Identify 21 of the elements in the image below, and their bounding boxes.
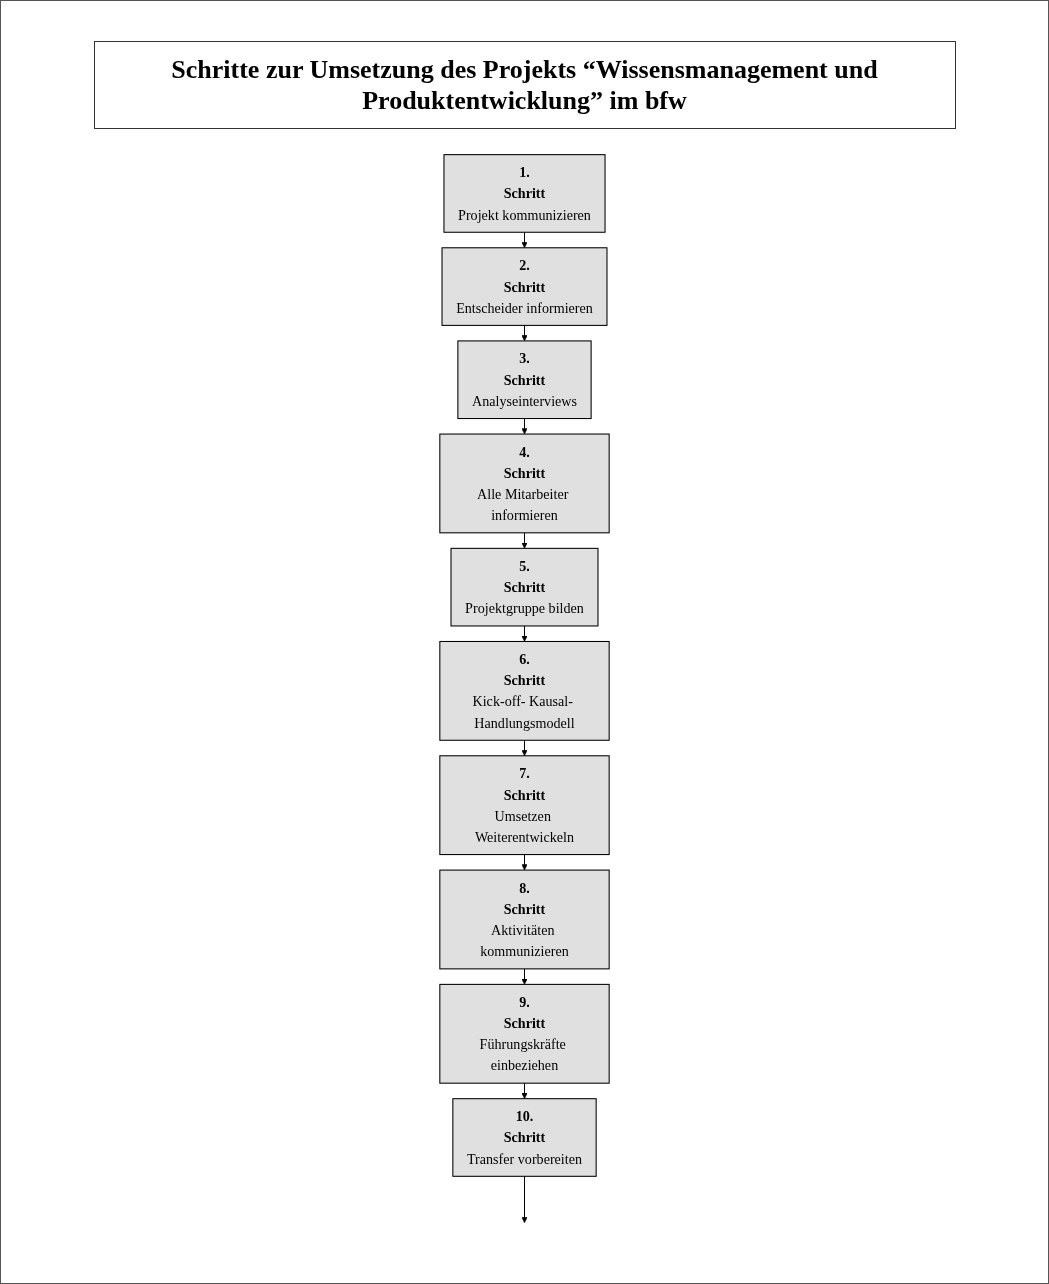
- arrow: [521, 232, 528, 249]
- arrow: [521, 625, 528, 643]
- arrow: [521, 740, 528, 757]
- node-box: 4. Schritt Alle Mitarbeiter informieren: [439, 433, 610, 534]
- arrow: [521, 1176, 528, 1224]
- arrow: [521, 1083, 528, 1100]
- node-box: 5. Schritt Projektgruppe bilden: [450, 548, 599, 627]
- node-box: 6. Schritt Kick-off- Kausal- Handlungsmodell: [439, 641, 610, 742]
- node-box: 3. Schritt Analyseinterviews: [457, 340, 592, 420]
- node-box: 1. Schritt Projekt kommunizieren: [443, 154, 606, 234]
- node-box: 8. Schritt Aktivitäten kommunizieren: [439, 869, 610, 970]
- arrow: [521, 325, 528, 342]
- node-box: 7. Schritt Umsetzen Weiterentwickeln: [439, 755, 610, 856]
- title: Schritte zur Umsetzung des Projekts “Wissensmanagement und Produktentwicklung” im bfw: [93, 41, 956, 130]
- arrow: [521, 968, 528, 986]
- arrow: [521, 854, 528, 871]
- arrow: [521, 532, 528, 549]
- node-box: 2. Schritt Entscheider informieren: [441, 247, 608, 327]
- arrow: [521, 418, 528, 435]
- node-box: 10. Schritt Transfer vorbereiten: [452, 1098, 597, 1178]
- node-box: 9. Schritt Führungskräfte einbeziehen: [439, 984, 610, 1085]
